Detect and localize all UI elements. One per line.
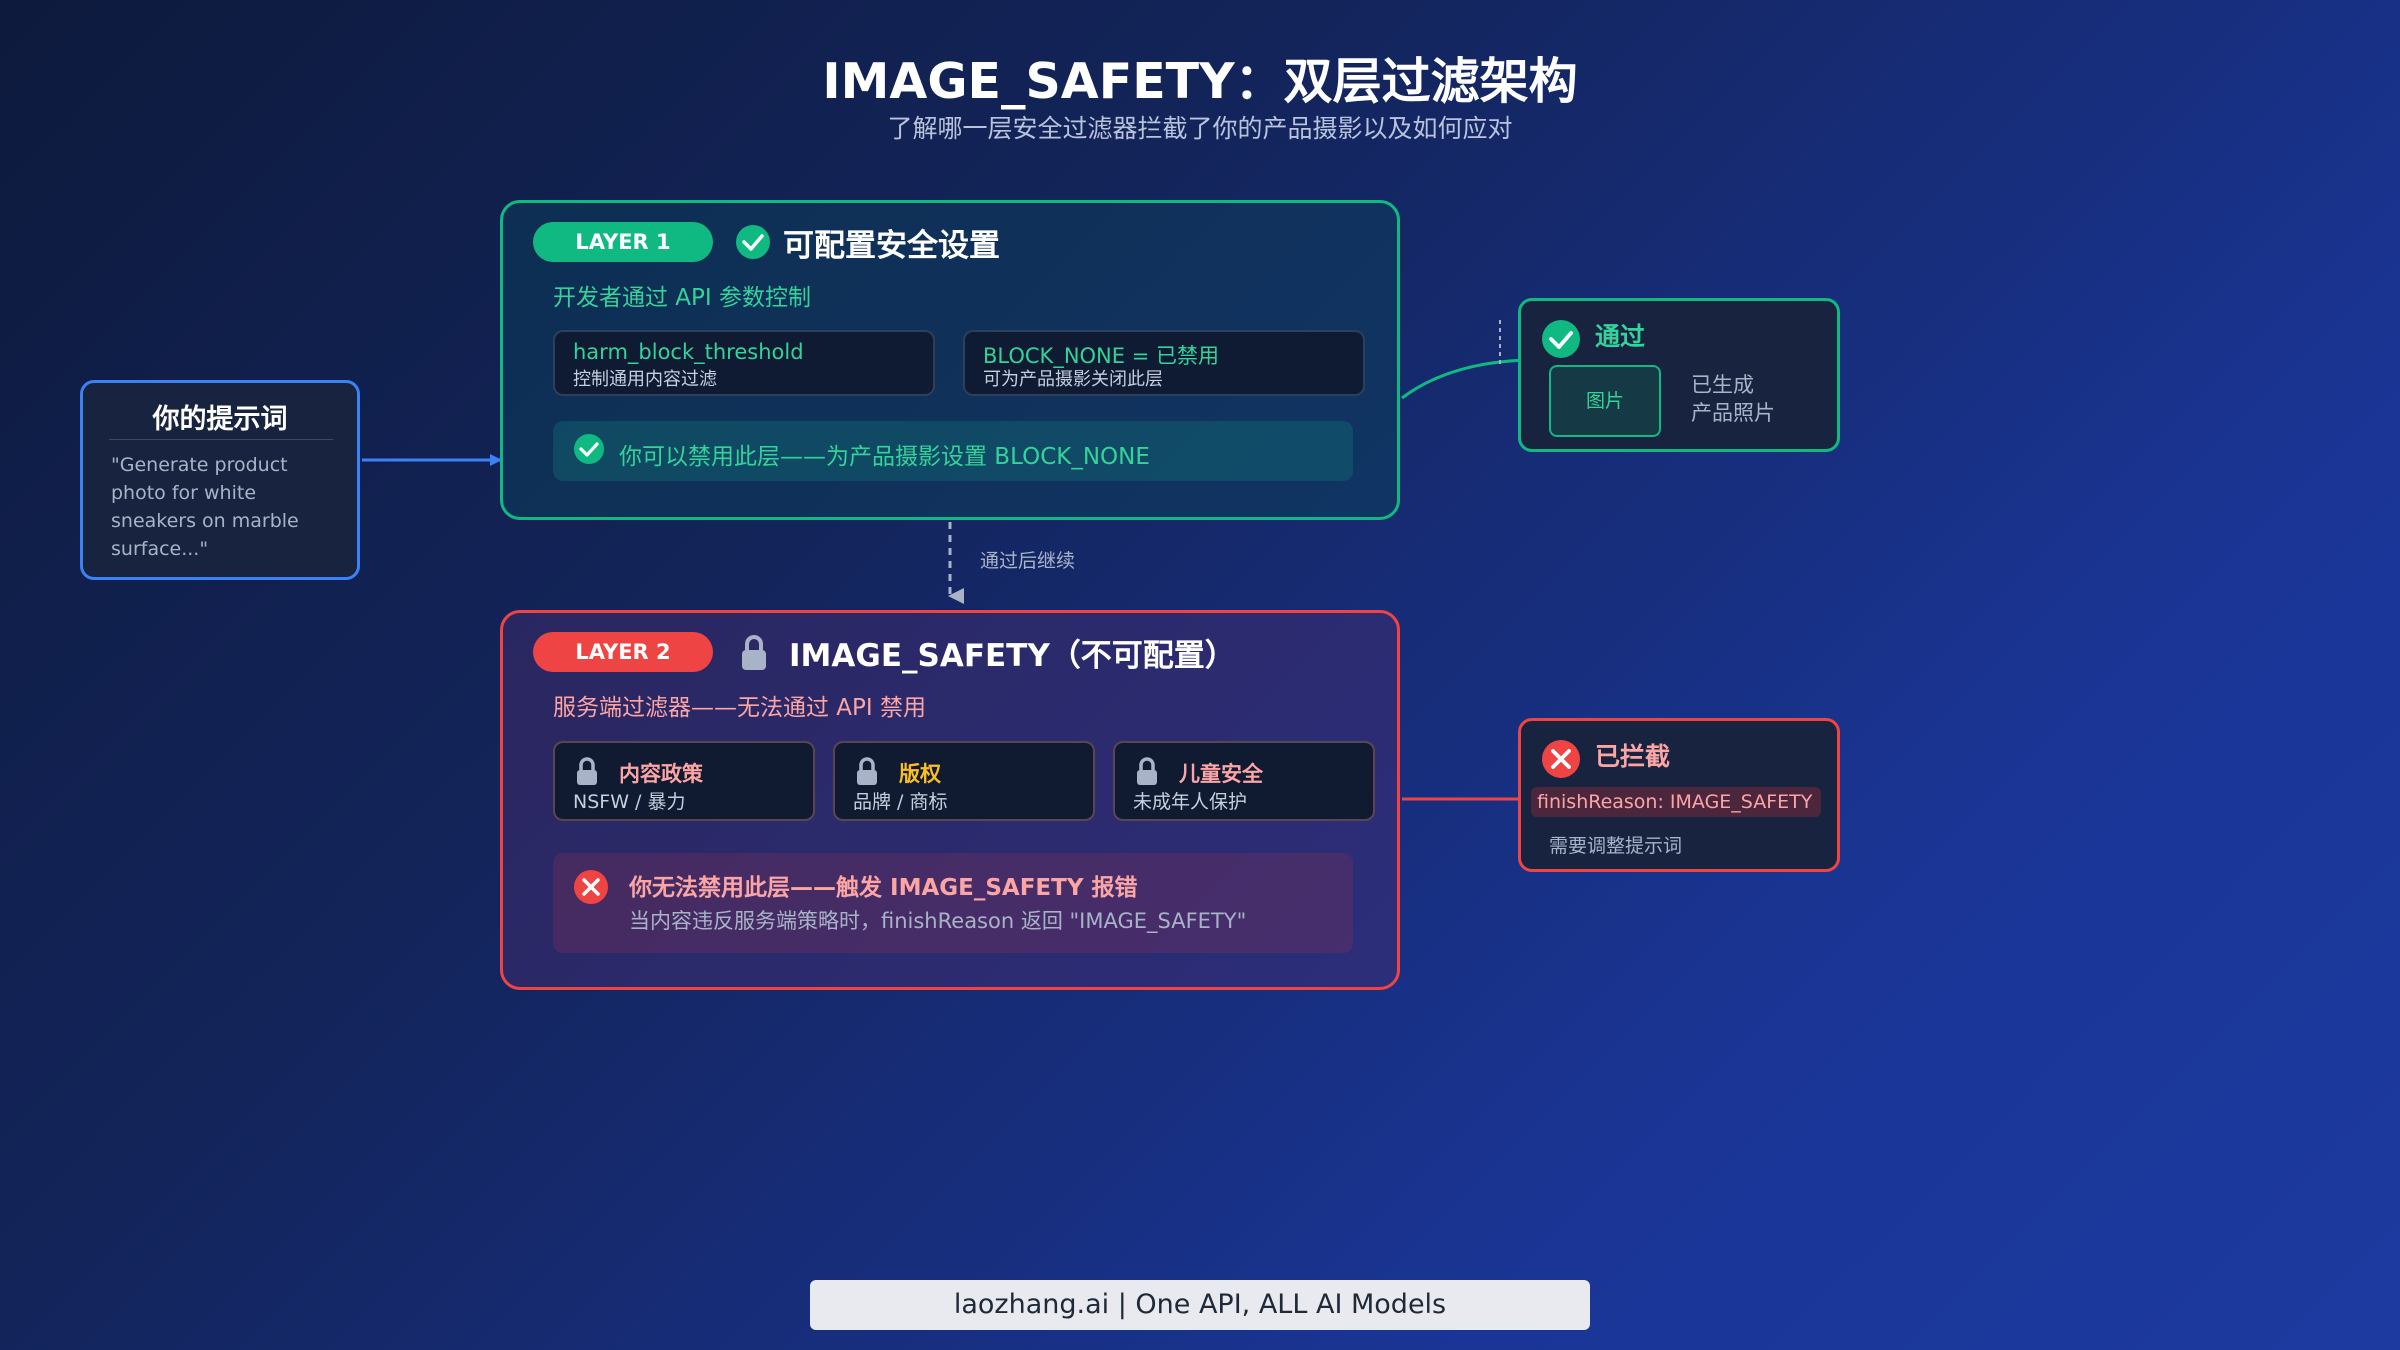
param-key: BLOCK_NONE = 已禁用 [983,344,1219,368]
param-desc: 可为产品摄影关闭此层 [983,369,1163,390]
pass-result-card: 通过 图片 已生成 产品照片 [1518,298,1840,452]
category-title: 内容政策 [619,762,703,786]
check-circle-icon [736,225,770,259]
check-circle-icon [1542,320,1580,358]
param-desc: 控制通用内容过滤 [573,369,717,390]
prompt-text: "Generate product photo for white sneake… [111,454,299,560]
category-card-content-policy: 内容政策 NSFW / 暴力 [553,741,815,821]
pass-desc: 已生成 产品照片 [1691,373,1775,425]
category-title: 版权 [899,762,941,786]
category-desc: NSFW / 暴力 [573,791,686,813]
category-desc: 品牌 / 商标 [853,791,948,813]
layer1-subtitle: 开发者通过 API 参数控制 [553,285,812,311]
page-title: IMAGE_SAFETY：双层过滤架构 [822,53,1578,110]
param-key: harm_block_threshold [573,340,804,364]
param-card-threshold: harm_block_threshold 控制通用内容过滤 [553,330,935,396]
layer2-heading: IMAGE_SAFETY（不可配置） [789,638,1236,674]
pass-title: 通过 [1595,322,1646,351]
layer2-badge: LAYER 2 [533,632,713,672]
layer1-badge: LAYER 1 [533,222,713,262]
lock-icon [1137,757,1157,785]
category-title: 儿童安全 [1179,762,1263,786]
blocked-title: 已拦截 [1595,742,1671,771]
layer2-note: 你无法禁用此层——触发 IMAGE_SAFETY 报错 当内容违反服务端策略时，… [553,853,1353,953]
lock-icon [742,635,766,670]
continue-label: 通过后继续 [980,550,1076,572]
lock-icon [857,757,877,785]
layer2-panel: LAYER 2 IMAGE_SAFETY（不可配置） 服务端过滤器——无法通过 … [500,610,1400,990]
x-circle-icon [574,870,608,904]
layer1-note: 你可以禁用此层——为产品摄影设置 BLOCK_NONE [553,421,1353,481]
x-circle-icon [1542,740,1580,778]
category-card-copyright: 版权 品牌 / 商标 [833,741,1095,821]
prompt-title: 你的提示词 [152,404,288,435]
layer1-note-text: 你可以禁用此层——为产品摄影设置 BLOCK_NONE [619,444,1150,470]
blocked-result-card: 已拦截 finishReason: IMAGE_SAFETY 需要调整提示词 [1518,718,1840,872]
lock-icon [577,757,597,785]
layer1-panel: LAYER 1 可配置安全设置 开发者通过 API 参数控制 harm_bloc… [500,200,1400,520]
layer2-note-desc: 当内容违反服务端策略时，finishReason 返回 "IMAGE_SAFET… [629,909,1247,933]
image-placeholder: 图片 [1549,365,1661,437]
check-circle-icon [574,434,604,464]
layer2-subtitle: 服务端过滤器——无法通过 API 禁用 [553,695,927,721]
footer-banner: laozhang.ai | One API, ALL AI Models [810,1280,1590,1330]
layer2-note-title: 你无法禁用此层——触发 IMAGE_SAFETY 报错 [629,875,1138,901]
prompt-card: 你的提示词 "Generate product photo for white … [80,380,360,580]
page-subtitle: 了解哪一层安全过滤器拦截了你的产品摄影以及如何应对 [887,114,1513,143]
prompt-divider [109,439,333,440]
category-desc: 未成年人保护 [1133,791,1248,813]
layer1-to-pass-arrow [1401,354,1530,400]
param-card-block-none: BLOCK_NONE = 已禁用 可为产品摄影关闭此层 [963,330,1365,396]
blocked-desc: 需要调整提示词 [1549,835,1683,857]
category-card-child-safety: 儿童安全 未成年人保护 [1113,741,1375,821]
layer1-heading: 可配置安全设置 [783,228,1000,264]
blocked-code: finishReason: IMAGE_SAFETY [1531,787,1821,817]
